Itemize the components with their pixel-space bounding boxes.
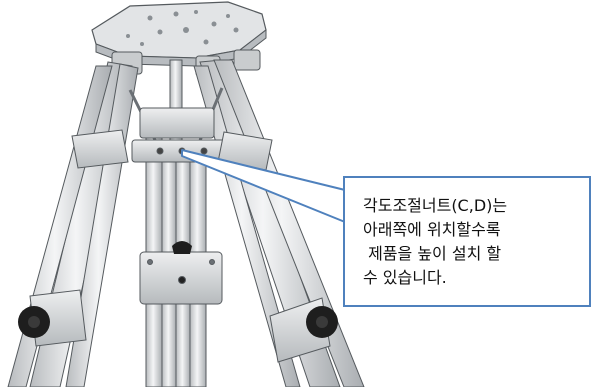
callout-line-4: 수 있습니다. — [363, 268, 447, 287]
upper-leg-clamps — [71, 129, 273, 171]
knob-top-icon — [172, 241, 192, 254]
callout-line-2: 아래쪽에 위치할수록 — [363, 220, 501, 239]
callout-line-1: 각도조절너트(C,D)는 — [363, 196, 508, 215]
plate-holes — [126, 10, 239, 46]
knob-left-icon — [18, 306, 50, 338]
lower-clamp-block — [139, 251, 223, 305]
top-plate — [91, 1, 267, 67]
callout-box: 각도조절너트(C,D)는 아래쪽에 위치할수록 제품을 높이 설치 할 수 있습… — [343, 176, 591, 307]
spreader-hub — [131, 107, 229, 163]
callout-line-3: 제품을 높이 설치 할 — [363, 244, 502, 263]
knob-right-icon — [306, 306, 338, 338]
